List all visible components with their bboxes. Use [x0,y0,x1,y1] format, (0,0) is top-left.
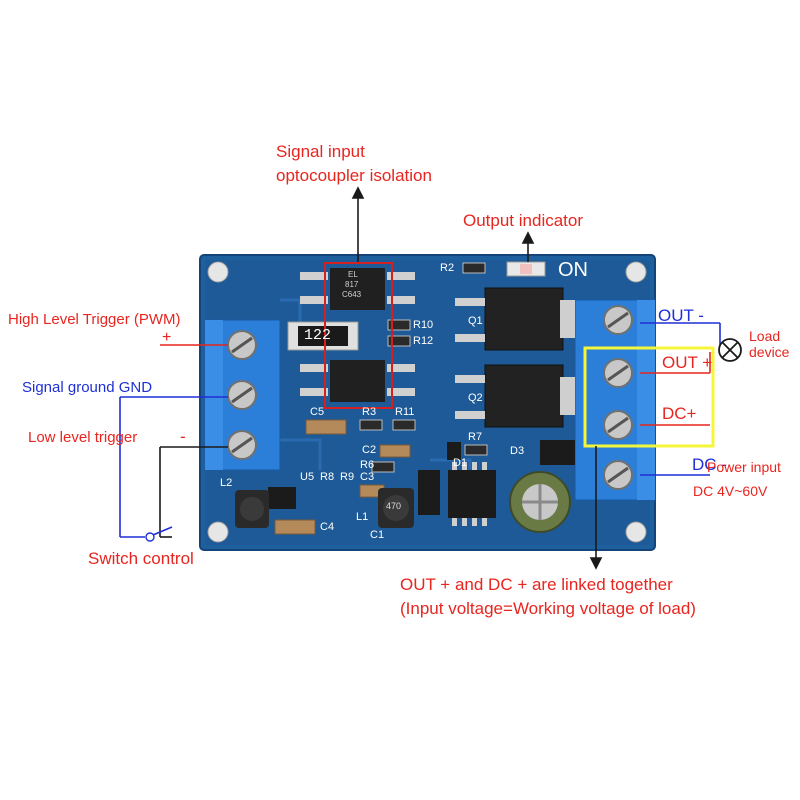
ic-u5 [268,487,296,509]
resistor-122-label: 122 [304,327,332,344]
diode-d1 [447,442,461,460]
silk-q1: Q1 [468,315,483,327]
silk-d1: D1 [453,457,468,469]
out-plus-label: OUT + [662,353,713,372]
silk-r10: R10 [413,319,434,331]
silk-c3: C3 [360,471,375,483]
optocoupler-highlight-box [324,262,393,409]
signal-input-title: Signal input [276,142,365,161]
capacitor-c4 [274,519,316,535]
capacitor-c2 [379,444,411,458]
mosfet-q2 [455,364,575,428]
mounting-hole [207,521,229,543]
high-level-plus-label: + [162,329,172,346]
on-label: ON [558,259,588,281]
resistor-r12 [387,335,411,347]
electrolytic-capacitor [509,471,571,533]
linked-note-line2: (Input voltage=Working voltage of load) [400,599,696,618]
silk-r7: R7 [468,431,483,443]
lamp-load-icon [718,338,742,362]
switch-control-label: Switch control [88,549,194,568]
linked-terminals-highlight-box [583,346,715,448]
resistor-r2 [462,262,486,274]
silk-c1: C1 [370,529,385,541]
silk-q2: Q2 [468,392,483,404]
switch-icon [120,526,173,542]
capacitor-c5 [305,419,347,435]
silk-c5: C5 [310,406,325,418]
silk-r3: R3 [362,406,377,418]
silk-r9: R9 [340,471,355,483]
silk-d3: D3 [510,445,525,457]
mounting-hole [625,261,647,283]
right-terminal-block [574,299,656,501]
out-minus-label: OUT - [658,306,704,325]
silk-c2: C2 [362,444,377,456]
silk-l2: L2 [220,477,233,489]
silk-r2: R2 [440,262,455,274]
dc-minus-label: DC - [692,455,727,474]
resistor-r11 [392,419,416,431]
silk-r8: R8 [320,471,335,483]
silk-r12: R12 [413,335,434,347]
load-label-line1: Load [749,328,781,344]
mounting-hole [625,521,647,543]
inductor-l1 [378,488,414,528]
diode-d3 [540,440,575,465]
power-range-label: DC 4V~60V [693,483,768,499]
mosfet-q1 [455,287,575,351]
optocoupler-bottom [300,360,415,402]
opto-mark-3: C643 [342,290,362,299]
low-level-trigger-label: Low level trigger [28,429,138,446]
inductor-l2 [235,490,269,528]
power-input-label: Power input [707,459,781,475]
silk-r6: R6 [360,459,375,471]
opto-mark-1: EL [348,270,358,279]
resistor-122 [287,321,359,351]
signal-input-subtitle: optocoupler isolation [276,166,432,185]
low-level-minus-label: - [180,427,186,446]
output-indicator-label: Output indicator [463,211,584,230]
inductor-value-label: 470 [386,501,402,511]
load-label-line2: device [749,344,790,360]
high-level-trigger-label: High Level Trigger (PWM) [8,311,181,328]
ic-driver [448,470,496,518]
linked-note-line1: OUT + and DC + are linked together [400,575,673,594]
opto-mark-2: 817 [345,280,359,289]
resistor-r10 [387,319,411,331]
optocoupler-top [300,268,415,310]
dc-plus-label: DC+ [662,404,697,423]
ic-regulator [418,470,440,515]
signal-ground-label: Signal ground GND [22,379,153,396]
resistor-r7 [464,444,488,456]
mounting-hole [207,261,229,283]
silk-r11: R11 [395,406,415,418]
silk-l1: L1 [356,511,369,523]
silk-c4: C4 [320,521,335,533]
output-led [506,261,546,277]
silk-u5: U5 [300,471,315,483]
resistor-r3 [359,419,383,431]
resistor-r6 [371,461,395,473]
